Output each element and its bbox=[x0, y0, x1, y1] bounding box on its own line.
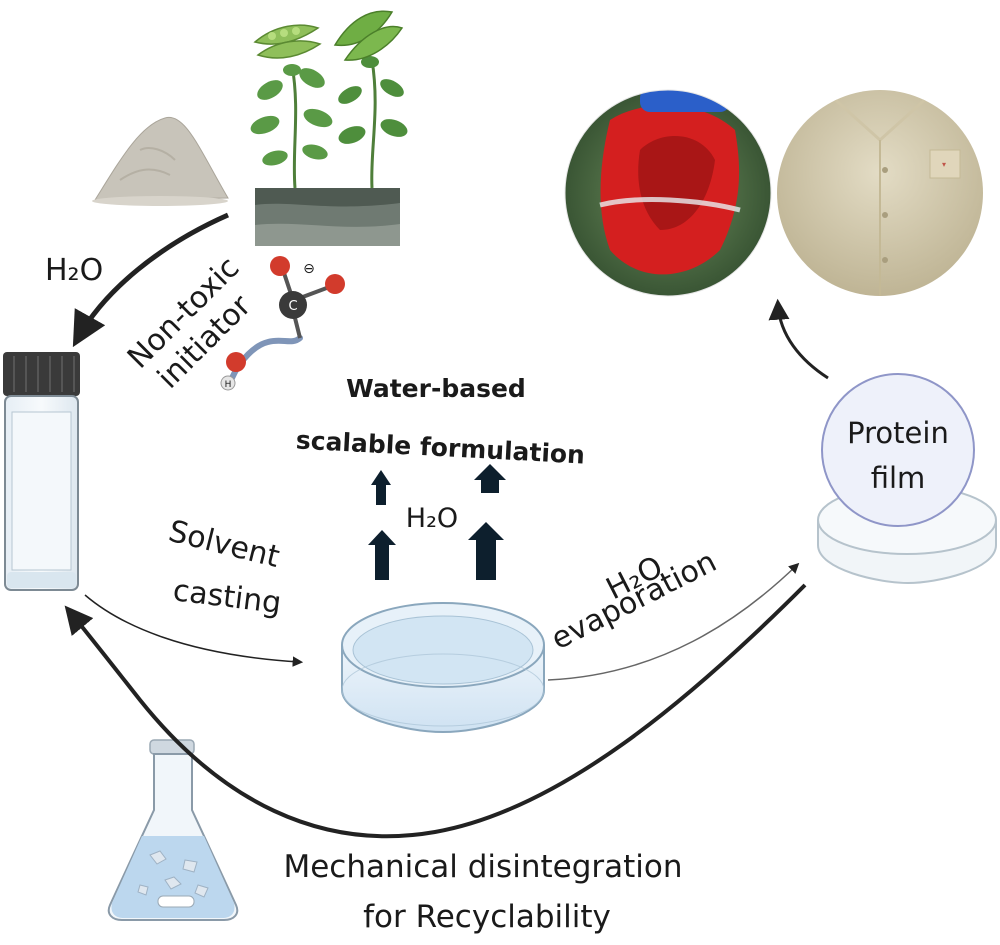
photo-rose-film bbox=[564, 89, 772, 297]
pea-plants-icon bbox=[250, 10, 408, 246]
h2o-left-label: H₂O bbox=[45, 253, 103, 288]
title-line-1: Water-based bbox=[346, 374, 526, 403]
casting-label: casting bbox=[171, 573, 283, 621]
molecule-carbon-label: C bbox=[288, 299, 297, 314]
protein-film-circle bbox=[821, 373, 975, 527]
arrow-solvent-casting bbox=[84, 594, 304, 667]
solvent-label: Solvent bbox=[165, 514, 283, 575]
protein-label: Protein bbox=[847, 416, 949, 450]
arrow-to-photos bbox=[768, 298, 829, 380]
photo-lab-coat: ▾ bbox=[777, 90, 983, 296]
molecule-charge-label: ⊖ bbox=[303, 261, 315, 277]
svg-text:▾: ▾ bbox=[942, 160, 946, 169]
mechanical-label-line2: for Recyclability bbox=[363, 899, 611, 935]
h2o-center-label: H₂O bbox=[406, 503, 458, 534]
vial-icon bbox=[3, 352, 80, 591]
film-label: film bbox=[871, 461, 926, 495]
molecule-hydrogen-label: H bbox=[225, 380, 232, 390]
powder-pile-icon bbox=[92, 116, 229, 206]
mechanical-label-line1: Mechanical disintegration bbox=[283, 849, 682, 885]
erlenmeyer-flask-icon bbox=[107, 739, 239, 921]
initiator-molecule-icon: C H ⊖ bbox=[220, 256, 345, 391]
arrow-recycle-loop bbox=[64, 583, 807, 839]
petri-dish-center-icon bbox=[341, 602, 545, 734]
arrow-evaporation bbox=[547, 562, 800, 681]
title-line-2: scalable formulation bbox=[295, 425, 585, 469]
arrow-h2o-to-vial bbox=[72, 212, 230, 348]
vapor-arrow-icon bbox=[368, 464, 506, 580]
